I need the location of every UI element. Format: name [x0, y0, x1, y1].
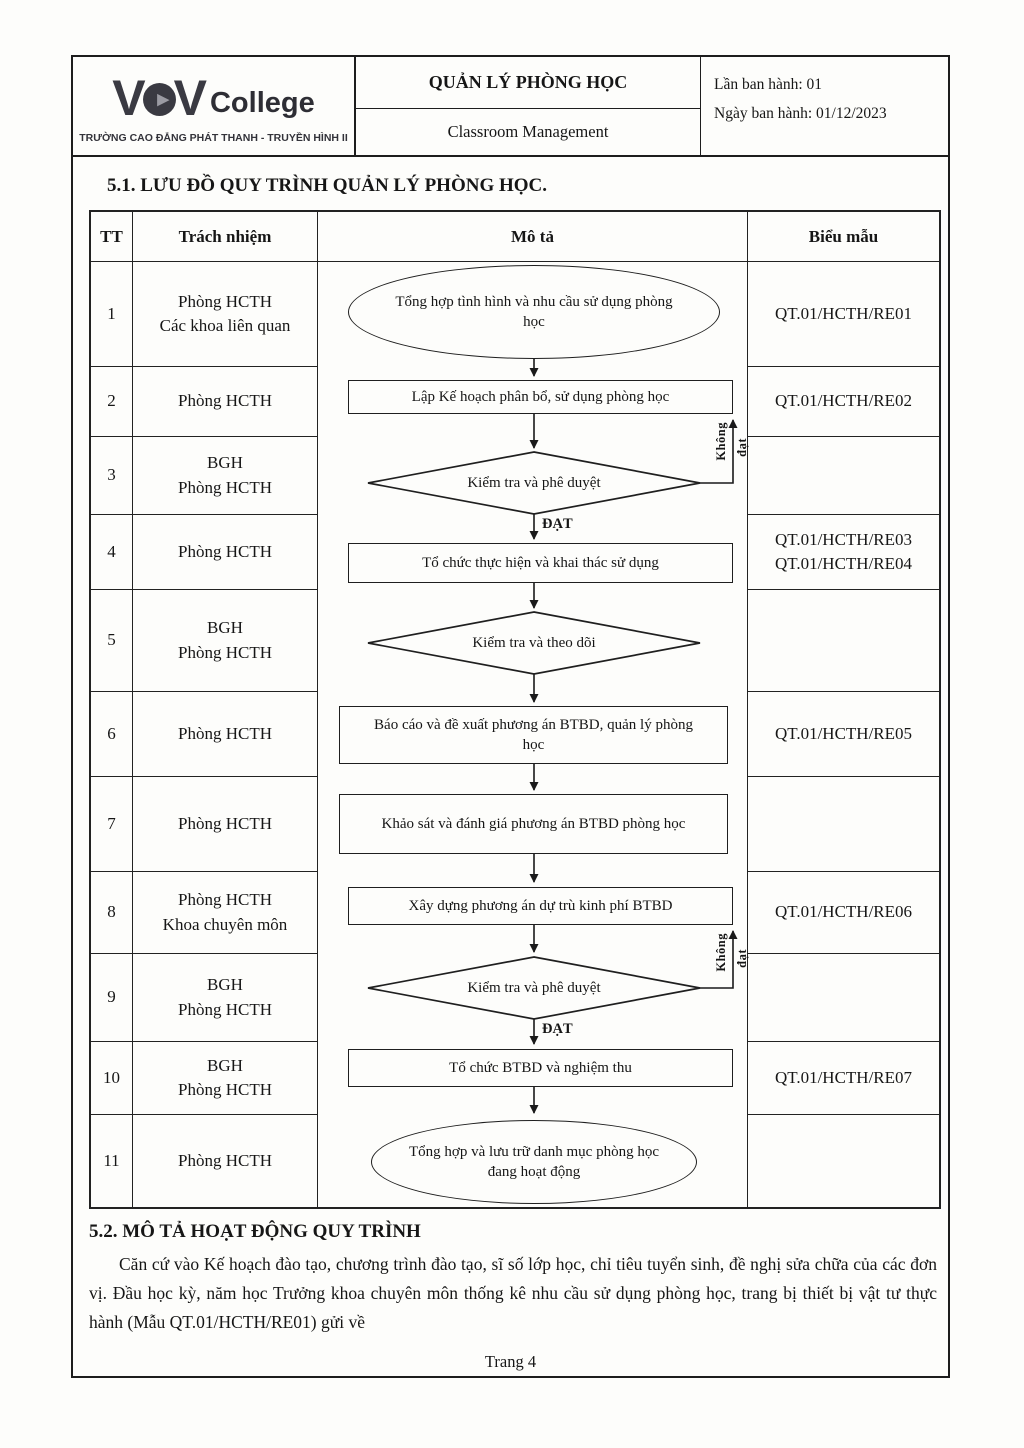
col-header-form: Biểu mẫu [748, 212, 939, 262]
issue-info-cell: Lần ban hành: 01 Ngày ban hành: 01/12/20… [700, 57, 948, 155]
row-10-form: QT.01/HCTH/RE07 [748, 1042, 939, 1115]
decision-diamond-1 [367, 451, 701, 515]
flowchart-connectors [367, 359, 738, 1114]
row-8-number: 8 [91, 872, 133, 954]
logo-letter-v2: V [173, 69, 207, 126]
title-cell: QUẢN LÝ PHÒNG HỌC Classroom Management [356, 57, 700, 155]
row-7-form [748, 777, 939, 872]
row-11-responsibility: Phòng HCTH [133, 1115, 318, 1207]
row-5-form [748, 590, 939, 692]
issue-date: Ngày ban hành: 01/12/2023 [714, 105, 887, 123]
row-2-form: QT.01/HCTH/RE02 [748, 367, 939, 437]
flow-step-7-rect: Khảo sát và đánh giá phương án BTBD phòn… [339, 794, 728, 854]
row-10-number: 10 [91, 1042, 133, 1115]
row-8-form: QT.01/HCTH/RE06 [748, 872, 939, 954]
col-header-responsibility: Trách nhiệm [133, 212, 318, 262]
row-6-form: QT.01/HCTH/RE05 [748, 692, 939, 777]
fail-label-2-word1: Không [714, 933, 728, 972]
flow-step-4-rect: Tổ chức thực hiện và khai thác sử dụng [348, 543, 733, 583]
section-5-2-title: 5.2. MÔ TẢ HOẠT ĐỘNG QUY TRÌNH [89, 1221, 421, 1242]
row-6-number: 6 [91, 692, 133, 777]
vov-college-logo: V▶V College [112, 73, 314, 123]
row-5-number: 5 [91, 590, 133, 692]
document-header: V▶V College TRƯỜNG CAO ĐẲNG PHÁT THANH -… [73, 57, 948, 157]
flow-step-5-diamond-label: Kiểm tra và theo dõi [472, 634, 596, 651]
row-7-number: 7 [91, 777, 133, 872]
section-5-2: 5.2. MÔ TẢ HOẠT ĐỘNG QUY TRÌNH Căn cứ và… [89, 1221, 937, 1337]
fail-label-1-word2: đạt [735, 438, 749, 457]
logo-tagline: TRƯỜNG CAO ĐẲNG PHÁT THANH - TRUYỀN HÌNH… [79, 131, 348, 144]
flow-step-8-rect: Xây dựng phương án dự trù kinh phí BTBD [348, 887, 733, 925]
logo-letters: V ▶ V [112, 69, 207, 126]
fail-label-1-word1: Không [714, 422, 728, 461]
page-number: Trang 4 [484, 1352, 537, 1371]
row-11-form [748, 1115, 939, 1207]
section-5-2-paragraph: Căn cứ vào Kế hoạch đào tạo, chương trìn… [89, 1254, 937, 1332]
logo-college-text: College [209, 87, 315, 119]
row-11-number: 11 [91, 1115, 133, 1207]
reject-loop-arrow-1 [700, 419, 738, 484]
pass-label-1: ĐẠT [542, 516, 573, 532]
flow-step-10-rect: Tổ chức BTBD và nghiệm thu [348, 1049, 733, 1087]
document-title-en: Classroom Management [447, 122, 609, 141]
row-7-responsibility: Phòng HCTH [133, 777, 318, 872]
row-2-number: 2 [91, 367, 133, 437]
flow-step-11-ellipse: Tổng hợp và lưu trữ danh mục phòng học đ… [371, 1120, 697, 1204]
flowchart-cell: Tổng hợp tình hình và nhu cầu sử dụng ph… [318, 262, 749, 1207]
logo-cell: V▶V College TRƯỜNG CAO ĐẲNG PHÁT THANH -… [73, 57, 356, 155]
row-9-number: 9 [91, 954, 133, 1042]
row-1-number: 1 [91, 262, 133, 367]
row-9-form [748, 954, 939, 1042]
play-triangle-icon: ▶ [157, 91, 168, 108]
flow-step-3-diamond-label: Kiểm tra và phê duyệt [467, 474, 601, 491]
row-3-number: 3 [91, 437, 133, 515]
row-4-responsibility: Phòng HCTH [133, 515, 318, 590]
document-page: V▶V College TRƯỜNG CAO ĐẲNG PHÁT THANH -… [71, 55, 950, 1378]
fail-label-2-word2: đạt [735, 949, 749, 968]
flow-step-1-ellipse: Tổng hợp tình hình và nhu cầu sử dụng ph… [348, 265, 720, 359]
section-5-1-title: 5.1. LƯU ĐỒ QUY TRÌNH QUẢN LÝ PHÒNG HỌC. [107, 175, 548, 196]
col-header-tt: TT [91, 212, 133, 262]
issue-number: Lần ban hành: 01 [714, 76, 823, 93]
play-button-icon: ▶ [142, 83, 176, 116]
row-3-form [748, 437, 939, 515]
row-6-responsibility: Phòng HCTH [133, 692, 318, 777]
row-2-responsibility: Phòng HCTH [133, 367, 318, 437]
decision-diamond-2 [367, 611, 701, 675]
flow-step-6-rect: Báo cáo và đề xuất phương án BTBD, quản … [339, 706, 728, 764]
row-1-form: QT.01/HCTH/RE01 [748, 262, 939, 367]
decision-diamond-3 [367, 956, 701, 1020]
flow-step-9-diamond-label: Kiểm tra và phê duyệt [467, 979, 601, 996]
col-header-description: Mô tả [318, 212, 748, 262]
logo-letter-v1: V [112, 69, 145, 126]
flow-step-2-rect: Lập Kế hoạch phân bổ, sử dụng phòng học [348, 380, 733, 414]
document-title-vi: QUẢN LÝ PHÒNG HỌC [356, 57, 700, 109]
reject-loop-arrow-2 [700, 930, 738, 989]
pass-label-2: ĐẠT [542, 1021, 573, 1037]
row-4-number: 4 [91, 515, 133, 590]
